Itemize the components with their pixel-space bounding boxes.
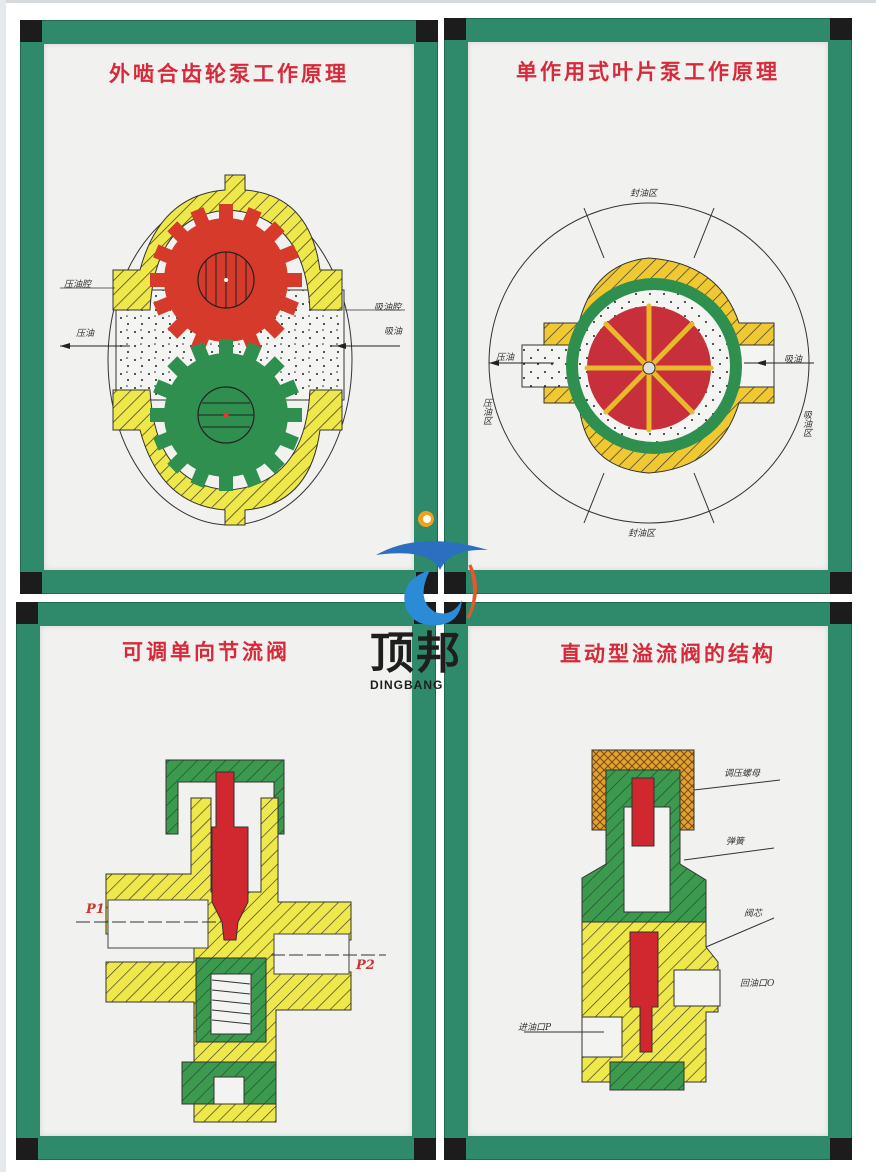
gear-tooth	[167, 316, 190, 339]
gear-tooth	[262, 356, 285, 379]
label-pressure-chamber: 压油腔	[64, 280, 92, 290]
inlet-bore	[107, 899, 209, 949]
frame-corner	[16, 602, 38, 624]
valve-core	[629, 931, 659, 1053]
label-suction-chamber: 吸油腔	[374, 303, 402, 313]
label-adjust-nut: 调压螺母	[724, 769, 761, 779]
frame-corner	[416, 20, 438, 42]
gear-tooth	[150, 273, 168, 287]
frame-corner	[830, 572, 852, 594]
valve-cap	[165, 759, 285, 835]
gear-tooth	[167, 356, 190, 379]
relief-valve-diagram	[524, 749, 781, 1091]
label-top-seal: 封油区	[630, 189, 658, 199]
frame-corner	[830, 1138, 852, 1160]
frame-corner	[444, 18, 466, 40]
gear-tooth	[262, 316, 285, 339]
board-gear-pump: 外啮合齿轮泵工作原理	[20, 20, 438, 594]
outlet-bore	[273, 933, 350, 975]
green-gear	[150, 339, 302, 491]
spring	[211, 979, 251, 1025]
gear-pump-diagram	[60, 174, 405, 526]
board-title: 直动型溢流阀的结构	[560, 642, 776, 666]
frame-corner	[444, 572, 466, 594]
gear-tooth	[276, 430, 299, 451]
throttle-spool	[211, 771, 249, 941]
logo-emblem-icon	[376, 511, 488, 626]
gear-tooth	[241, 465, 262, 488]
board-vane-pump: 单作用式叶片泵工作原理 封油区 封油区 压油 吸油 压油区 吸油区	[444, 18, 852, 594]
frame-corner	[414, 1138, 436, 1160]
gear-tooth	[284, 408, 302, 422]
gear-tooth	[150, 408, 168, 422]
gear-tooth	[190, 207, 211, 230]
gear-tooth	[276, 379, 299, 400]
gear-tooth	[241, 342, 262, 365]
label-return-port: 回油口O	[740, 979, 775, 989]
gear-tooth	[153, 430, 176, 451]
label-valve-core: 阀芯	[744, 909, 763, 919]
gear-tooth	[167, 451, 190, 474]
frame-corner	[830, 18, 852, 40]
top-border	[0, 0, 876, 3]
label-p2: P2	[356, 958, 375, 973]
frame-corner	[20, 572, 42, 594]
frame-corner	[830, 602, 852, 624]
gear-tooth	[153, 379, 176, 400]
gear-tooth	[262, 221, 285, 244]
logo-name-en: DINGBANG	[370, 678, 444, 692]
label-pressure-port: 压油	[496, 353, 515, 363]
board-throttle-valve: 可调单向节流阀 P1 P2	[16, 602, 436, 1160]
pump-housing-top	[112, 174, 343, 311]
label-p1: P1	[86, 902, 105, 917]
label-spring: 弹簧	[726, 837, 745, 847]
left-border	[0, 0, 6, 1172]
gear-tooth	[241, 207, 262, 230]
dingbang-logo: 顶邦 DINGBANG	[360, 500, 520, 700]
board-title: 外啮合齿轮泵工作原理	[109, 62, 349, 86]
gear-tooth	[167, 221, 190, 244]
vanes	[584, 303, 714, 433]
spring-cavity	[210, 973, 252, 1035]
throttle-valve-diagram	[76, 759, 386, 1123]
frame-corner	[20, 20, 42, 42]
gear-tooth	[219, 473, 233, 491]
label-pressure-out: 压油	[76, 329, 95, 339]
label-suction-port: 吸油	[784, 355, 803, 365]
frame-corner	[444, 1138, 466, 1160]
label-pressure-zone: 压油区	[481, 398, 491, 425]
return-port	[673, 969, 721, 1007]
board-title: 单作用式叶片泵工作原理	[516, 60, 780, 84]
gear-tooth	[153, 295, 176, 316]
logo-name-cn: 顶邦	[370, 628, 462, 679]
inlet-port	[581, 1016, 623, 1058]
label-suction-in: 吸油	[384, 327, 403, 337]
label-suction-zone: 吸油区	[801, 410, 811, 437]
label-bottom-seal: 封油区	[628, 529, 656, 539]
gear-tooth	[276, 244, 299, 265]
board-relief-valve: 直动型溢流阀的结构 调压螺母 弹簧 阀芯 回油口O 进油口P	[444, 602, 852, 1160]
gear-tooth	[262, 451, 285, 474]
gear-tooth	[219, 339, 233, 357]
adjust-screw	[631, 777, 655, 847]
gear-tooth	[276, 295, 299, 316]
gear-tooth	[153, 244, 176, 265]
frame-corner	[16, 1138, 38, 1160]
gear-tooth	[190, 465, 211, 488]
gear-tooth	[284, 273, 302, 287]
board-title: 可调单向节流阀	[122, 640, 290, 664]
red-gear	[150, 204, 302, 356]
bottom-plug	[609, 1061, 685, 1091]
gear-tooth	[219, 204, 233, 222]
label-inlet-port: 进油口P	[518, 1023, 552, 1033]
vane-pump-diagram	[488, 202, 814, 524]
gear-tooth	[190, 342, 211, 365]
pump-housing-bottom	[112, 389, 343, 526]
